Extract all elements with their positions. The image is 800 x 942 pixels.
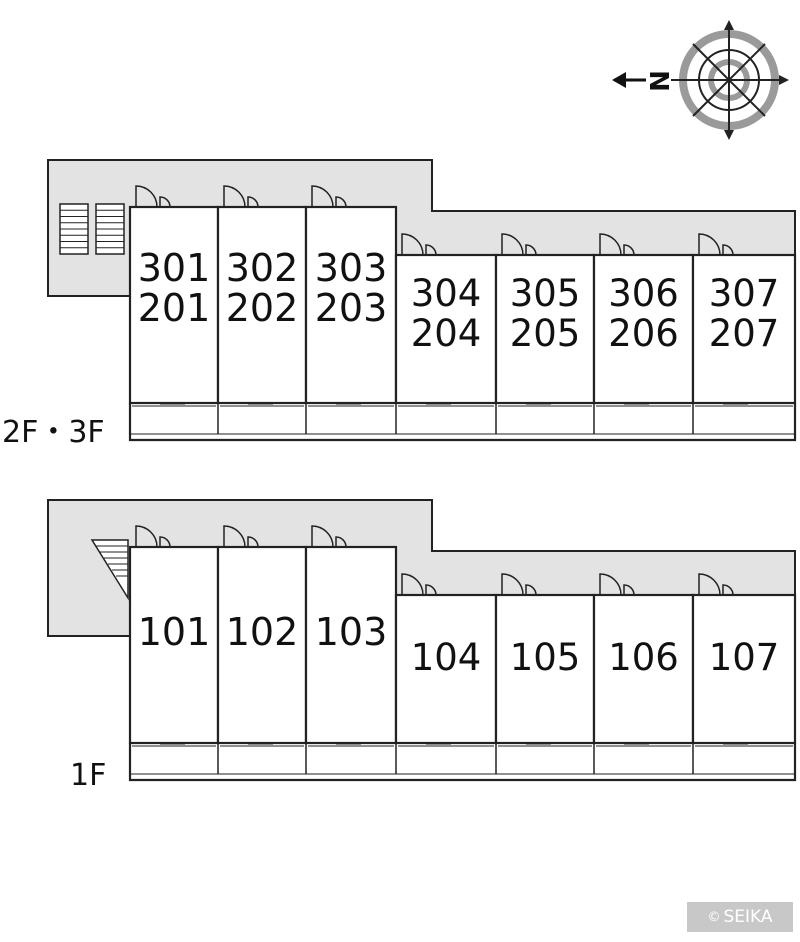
unit-room	[494, 253, 596, 405]
unit-number: 305	[510, 272, 581, 315]
door-swing-icon	[722, 584, 734, 596]
unit-number: 206	[608, 312, 679, 355]
unit-number: 107	[709, 636, 780, 679]
unit-number: 106	[608, 636, 679, 679]
unit-room	[691, 253, 797, 405]
unit-room	[691, 593, 797, 745]
door-swing-icon	[722, 244, 734, 256]
unit-number: 303	[315, 246, 388, 290]
door-swing-icon	[335, 536, 347, 548]
copyright-symbol: ©	[707, 909, 721, 925]
door-swing-icon	[425, 584, 437, 596]
door-swing-icon	[623, 244, 635, 256]
copyright-badge: © SEIKA	[687, 902, 793, 932]
door-swing-icon	[159, 196, 171, 208]
door-swing-icon	[525, 244, 537, 256]
door-swing-icon	[159, 536, 171, 548]
unit-room	[592, 593, 695, 745]
unit-number: 307	[709, 272, 780, 315]
unit-number: 202	[226, 286, 299, 330]
ground-floor-plan: 101 102 103 104 105 106 107	[47, 499, 797, 782]
unit-number: 306	[608, 272, 679, 315]
door-swing-icon	[223, 525, 246, 548]
unit-number: 103	[315, 610, 388, 654]
door-swing-icon	[223, 185, 246, 208]
unit-number: 101	[138, 610, 211, 654]
door-swing-icon	[311, 525, 334, 548]
balcony	[128, 743, 797, 782]
ground-floor-label: 1F	[70, 758, 106, 793]
door-swing-icon	[135, 525, 158, 548]
door-swing-icon	[401, 233, 424, 256]
unit-room	[128, 205, 220, 405]
north-arrow: N	[612, 70, 676, 92]
door-swing-icon	[425, 244, 437, 256]
door-swing-icon	[623, 584, 635, 596]
unit-room	[394, 593, 498, 745]
spiral-stairs-icon	[90, 539, 129, 601]
unit-number: 304	[411, 272, 482, 315]
unit-room	[216, 545, 308, 745]
unit-room	[494, 593, 596, 745]
door-swing-icon	[698, 573, 721, 596]
unit-room	[304, 205, 398, 405]
door-swing-icon	[401, 573, 424, 596]
copyright-text: SEIKA	[723, 907, 773, 927]
unit-number: 104	[411, 636, 482, 679]
door-swing-icon	[599, 233, 622, 256]
door-swing-icon	[525, 584, 537, 596]
unit-room	[128, 545, 220, 745]
unit-number: 301	[138, 246, 211, 290]
unit-number: 203	[315, 286, 388, 330]
door-swing-icon	[247, 196, 259, 208]
unit-number: 207	[709, 312, 780, 355]
door-swing-icon	[335, 196, 347, 208]
door-swing-icon	[501, 573, 524, 596]
unit-number: 201	[138, 286, 211, 330]
balcony	[128, 403, 797, 442]
compass-rose-icon	[671, 20, 789, 140]
unit-room	[304, 545, 398, 745]
door-swing-icon	[311, 185, 334, 208]
unit-number: 205	[510, 312, 581, 355]
unit-room	[216, 205, 308, 405]
door-swing-icon	[247, 536, 259, 548]
upper-floor-label: 2F・3F	[2, 415, 105, 450]
unit-number: 102	[226, 610, 299, 654]
north-label: N	[646, 70, 676, 92]
unit-number: 302	[226, 246, 299, 290]
door-swing-icon	[599, 573, 622, 596]
door-swing-icon	[501, 233, 524, 256]
unit-number: 204	[411, 312, 482, 355]
unit-number: 105	[510, 636, 581, 679]
door-swing-icon	[698, 233, 721, 256]
door-swing-icon	[135, 185, 158, 208]
